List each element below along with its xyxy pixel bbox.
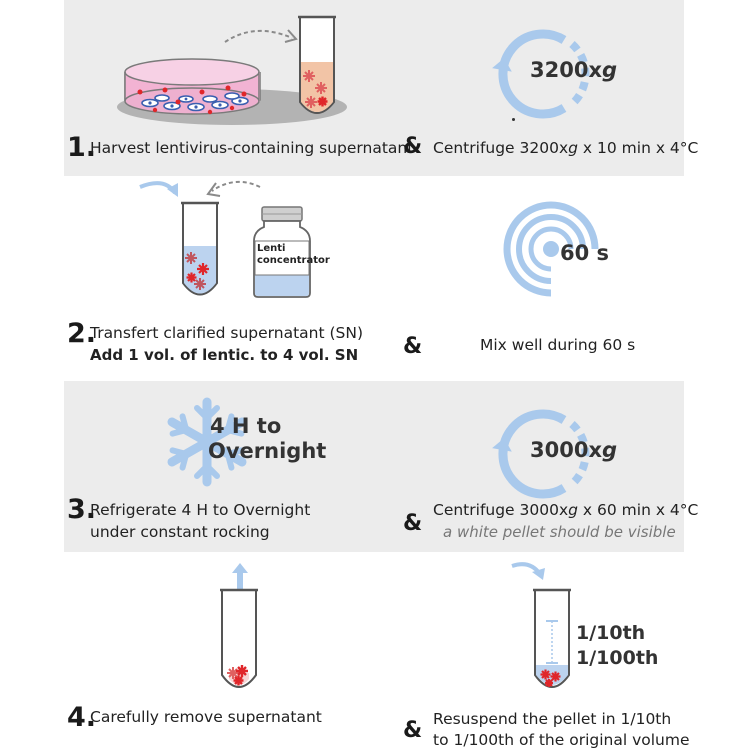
time-label: 60 s	[560, 241, 609, 265]
collection-tube-icon	[297, 12, 337, 127]
duration-label: 4 H to Overnight	[208, 414, 326, 464]
step-4-right-line-1: Resuspend the pellet in 1/10th	[433, 710, 671, 728]
pellet-tube-icon	[219, 587, 259, 707]
ratio-label-2: 1/100th	[576, 646, 658, 671]
bottle-label: Lenti concentrator	[257, 243, 330, 267]
duration-label-line-1: 4 H to	[208, 414, 326, 439]
speed-label-2: 3000xg	[530, 438, 617, 462]
step-3-ampersand: &	[403, 511, 422, 536]
resuspension-tube-icon	[532, 587, 572, 707]
speed-label-1: 3200xg	[530, 58, 617, 82]
duration-label-line-2: Overnight	[208, 439, 326, 464]
step-4-left-text: Carefully remove supernatant	[90, 708, 322, 726]
step-2-left-line-2: Add 1 vol. of lentic. to 4 vol. SN	[90, 346, 358, 364]
step-2-ampersand: &	[403, 334, 422, 359]
step-4-ampersand: &	[403, 718, 422, 743]
step-1-ampersand: &	[403, 134, 422, 159]
step-1-left-text: Harvest lentivirus-containing supernatan…	[90, 139, 413, 157]
ratio-labels: 1/10th 1/100th	[576, 621, 658, 671]
ratio-label-1: 1/10th	[576, 621, 658, 646]
step-4-right-line-2: to 1/100th of the original volume	[433, 731, 690, 749]
resuspend-arrow	[510, 560, 550, 590]
step-3-right-text: Centrifuge 3000xg x 60 min x 4°C	[433, 501, 698, 519]
bottle-label-line-2: concentrator	[257, 255, 330, 267]
decorative-dot	[512, 118, 515, 121]
step-3-left-line-1: Refrigerate 4 H to Overnight	[90, 501, 310, 519]
step-1-right-text: Centrifuge 3200xg x 10 min x 4°C	[433, 139, 698, 157]
step-3-left-line-2: under constant rocking	[90, 523, 270, 541]
step-2-right-text: Mix well during 60 s	[480, 336, 635, 354]
step-2-left-line-1: Transfert clarified supernatant (SN)	[90, 324, 363, 342]
supernatant-tube-icon	[180, 198, 220, 313]
bottle-label-line-1: Lenti	[257, 243, 330, 255]
step-3-note: a white pellet should be visible	[443, 523, 676, 541]
